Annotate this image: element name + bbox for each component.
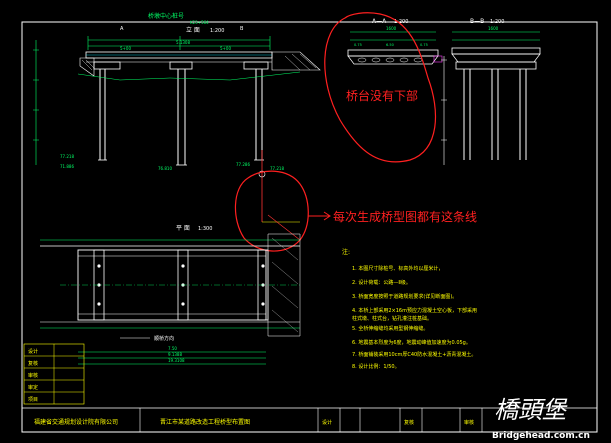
- svg-text:A: A: [120, 26, 124, 32]
- title-row-3: 审定: [28, 384, 38, 391]
- line-annotation-circle: [234, 170, 309, 252]
- notes-block: 注: 1. 本图尺寸除桩号、标高外均以厘米计， 2. 设计荷载：公路—Ⅱ级。 3…: [342, 248, 477, 370]
- abutment-annotation-circle: [324, 12, 437, 163]
- section-b-scale: 1:200: [490, 19, 504, 25]
- section-a-subdim-2: 0.75: [420, 43, 428, 47]
- plan-title: 平 面: [176, 225, 190, 232]
- note-item-4: 柱式墩、柱式台，钻孔灌注桩基础。: [352, 315, 432, 322]
- note-item-1: 2. 设计荷载：公路—Ⅱ级。: [352, 279, 411, 286]
- elevation-span-label: K23+564: [190, 20, 209, 25]
- title-org: 福建省交通规划设计院有限公司: [34, 418, 118, 426]
- plan-view: 平 面 1:300 顺桥方向: [40, 225, 301, 365]
- title-cell-0: 设计: [322, 419, 332, 426]
- note-item-2: 3. 桥面宽度按照于道路规划要求(详见断面图)。: [352, 293, 457, 300]
- note-item-8: 8. 设计比例：1/50。: [352, 363, 400, 370]
- plan-dim-total2: 19.3108: [168, 358, 185, 363]
- section-a-subdim-1: 6.50: [386, 43, 394, 47]
- svg-text:B: B: [240, 26, 244, 32]
- note-item-7: 7. 桥面铺装采用10cm厚C40防水混凝土+沥青混凝土。: [352, 351, 476, 358]
- title-cell-2: 审核: [464, 419, 474, 426]
- section-a-view: A—A 1:200 1600 0.75 6.50 0.75: [347, 18, 443, 65]
- section-a-scale: 1:200: [394, 19, 408, 25]
- elevation-dim-overall: 5.1308: [176, 40, 190, 45]
- notes-heading: 注:: [342, 248, 350, 256]
- drawing-frame: [21, 21, 598, 433]
- elevation-title: 桥墩中心桩号: [148, 12, 184, 20]
- section-b-view: B—B 1:200 1600: [441, 18, 541, 165]
- section-b-width: 1600: [488, 26, 499, 31]
- elevation-dim-left: 5+00: [120, 46, 131, 51]
- bridgehead-watermark: 橋頭堡 Bridgehead.com.cn: [492, 396, 590, 441]
- title-project: 晋江市某道路改造工程桥型布置图: [160, 418, 250, 426]
- section-a-subdim-0: 0.75: [354, 43, 362, 47]
- elevation-elev-mid: 76.810: [158, 166, 172, 171]
- title-row-2: 审核: [28, 372, 38, 379]
- title-row-4: 项目: [28, 397, 38, 403]
- abutment-annotation-text: 桥台没有下部: [346, 88, 418, 103]
- note-item-0: 1. 本图尺寸除桩号、标高外均以厘米计，: [352, 265, 443, 272]
- elevation-elev-right: 77.286: [236, 162, 250, 167]
- title-row-1: 复核: [28, 360, 38, 367]
- plan-direction: 顺桥方向: [154, 335, 174, 342]
- elevation-subtitle: 立 面: [186, 26, 200, 34]
- note-item-5: 5. 全桥伸缩缝均采用型钢伸缩缝。: [352, 325, 428, 332]
- section-b-title: B—B: [470, 18, 484, 25]
- elevation-elev-left: 77.218: [60, 154, 74, 159]
- elevation-view: 桥墩中心桩号 立 面 1:200 K23+564 5.1308 5+00 5+0…: [33, 12, 321, 171]
- watermark-url: Bridgehead.com.cn: [492, 431, 590, 441]
- section-a-title: A—A: [372, 18, 387, 25]
- title-cell-1: 复核: [404, 419, 414, 426]
- elevation-dim-right: 5+00: [220, 46, 231, 51]
- elevation-elev-center: 77.218: [270, 166, 284, 171]
- title-block-grid: 设计 复核 审核 审定 项目: [23, 343, 85, 405]
- plan-dim-total: 9.1388: [168, 352, 182, 357]
- plan-dim-sub: 7.50: [168, 346, 177, 351]
- bottom-title-strip: 福建省交通规划设计院有限公司 晋江市某道路改造工程桥型布置图 设计 复核 审核: [22, 407, 597, 432]
- line-annotation-text: 每次生成桥型图都有这条线: [333, 209, 477, 224]
- elevation-elev-left-low: 71.886: [60, 164, 74, 169]
- note-item-6: 6. 地震基本烈度为6度，地震动峰值加速度为0.05g。: [352, 339, 471, 346]
- plan-scale: 1:300: [198, 226, 212, 232]
- title-row-0: 设计: [28, 348, 38, 355]
- watermark-logo: 橋頭堡: [494, 396, 568, 424]
- section-a-width: 1600: [386, 26, 397, 31]
- note-item-3: 4. 本桥上部采用2×16m预应力混凝土空心板，下部采用: [352, 307, 477, 314]
- elevation-scale: 1:200: [210, 28, 224, 34]
